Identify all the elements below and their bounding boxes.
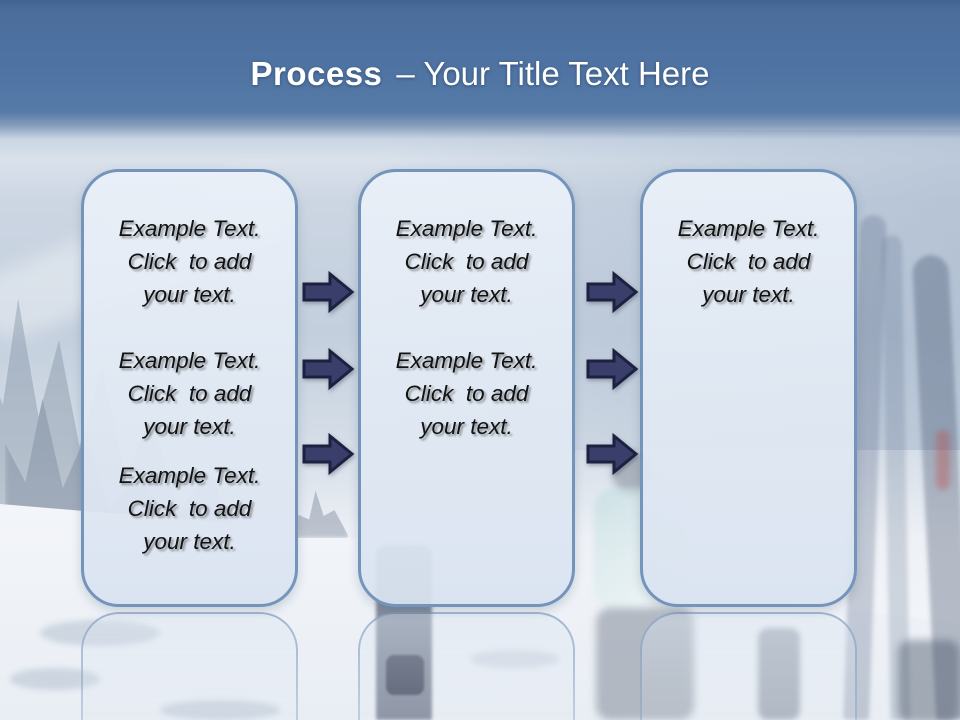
background-snow-shadow: [160, 700, 280, 720]
text-placeholder[interactable]: Example Text. Click to add your text.: [361, 344, 572, 443]
background-snowboard-binding: [386, 655, 424, 695]
placeholder-line: Click to add: [404, 381, 529, 406]
placeholder-line: Example Text.: [677, 216, 820, 241]
background-ski-red-accent: [936, 430, 950, 490]
placeholder-line: Example Text.: [395, 216, 538, 241]
placeholder-line: Example Text.: [118, 216, 261, 241]
process-box-2[interactable]: Example Text. Click to add your text. Ex…: [358, 169, 575, 607]
placeholder-line: Example Text.: [395, 348, 538, 373]
text-placeholder[interactable]: Example Text. Click to add your text.: [84, 459, 295, 558]
process-box-1[interactable]: Example Text. Click to add your text. Ex…: [81, 169, 298, 607]
box-reflection: [358, 612, 575, 720]
slide-title[interactable]: Process – Your Title Text Here: [0, 52, 960, 96]
box-reflection: [640, 612, 857, 720]
arrow-right-icon[interactable]: [302, 433, 355, 475]
placeholder-line: Click to add: [127, 496, 252, 521]
arrow-right-icon[interactable]: [302, 271, 355, 313]
placeholder-line: your text.: [143, 282, 236, 307]
arrow-right-icon[interactable]: [586, 348, 639, 390]
text-placeholder[interactable]: Example Text. Click to add your text.: [84, 212, 295, 311]
title-band: [0, 0, 960, 160]
background-snow-shadow: [10, 668, 100, 690]
placeholder-line: your text.: [702, 282, 795, 307]
placeholder-line: your text.: [143, 414, 236, 439]
text-placeholder[interactable]: Example Text. Click to add your text.: [84, 344, 295, 443]
title-keyword: Process: [250, 55, 383, 92]
placeholder-line: your text.: [143, 529, 236, 554]
background-ski-boot: [898, 640, 960, 720]
text-placeholder[interactable]: Example Text. Click to add your text.: [643, 212, 854, 311]
arrow-right-icon[interactable]: [302, 348, 355, 390]
placeholder-line: Example Text.: [118, 348, 261, 373]
placeholder-line: Click to add: [686, 249, 811, 274]
arrow-right-icon[interactable]: [586, 271, 639, 313]
placeholder-line: Click to add: [127, 249, 252, 274]
placeholder-line: your text.: [420, 414, 513, 439]
placeholder-line: Click to add: [127, 381, 252, 406]
background-ski-boot: [758, 628, 800, 720]
text-placeholder[interactable]: Example Text. Click to add your text.: [361, 212, 572, 311]
title-text: – Your Title Text Here: [396, 55, 710, 92]
box-reflection: [81, 612, 298, 720]
process-box-3[interactable]: Example Text. Click to add your text.: [640, 169, 857, 607]
placeholder-line: your text.: [420, 282, 513, 307]
placeholder-line: Click to add: [404, 249, 529, 274]
background-snow-shadow: [470, 650, 560, 668]
placeholder-line: Example Text.: [118, 463, 261, 488]
arrow-right-icon[interactable]: [586, 433, 639, 475]
